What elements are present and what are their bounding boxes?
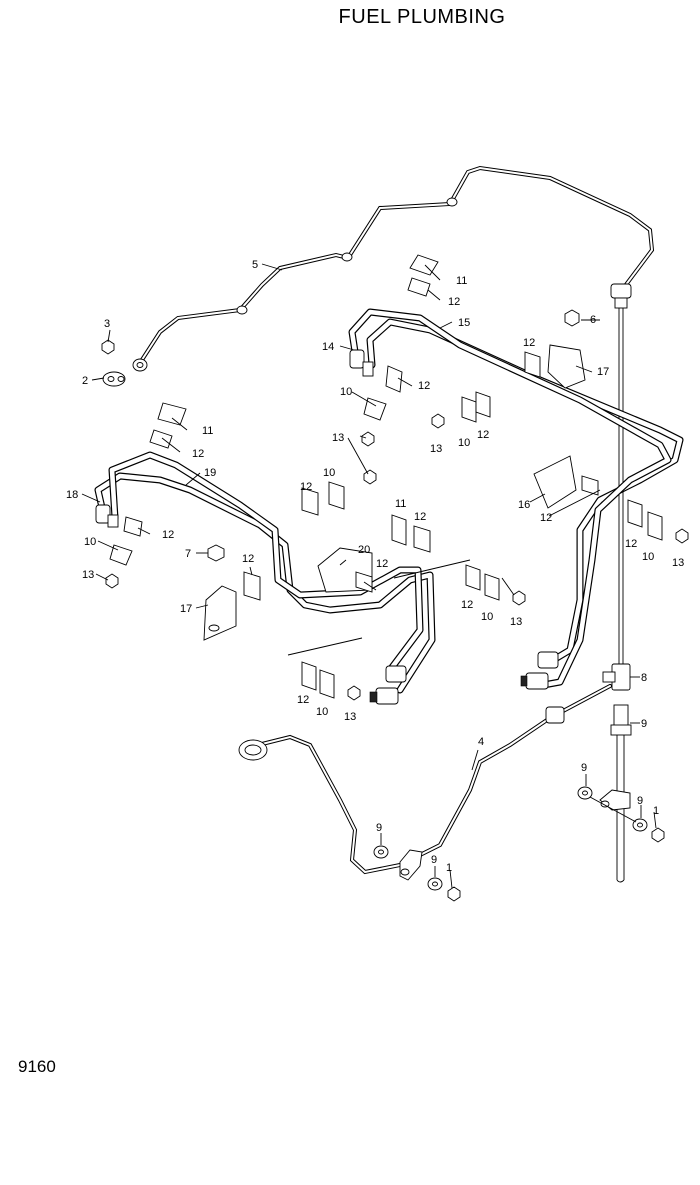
page-title-text: FUEL PLUMBING — [338, 6, 506, 28]
callout-label: 10 — [316, 706, 328, 718]
callout-label: 9 — [641, 718, 647, 730]
injection-pipe-assembly-left — [94, 451, 436, 705]
figure-number: 9160 — [18, 1057, 56, 1076]
callout-label: 19 — [204, 467, 216, 479]
callout-label: 13 — [82, 569, 94, 581]
callout-label: 9 — [581, 762, 587, 774]
callout-label: 11 — [202, 425, 213, 437]
callout-label: 9 — [637, 795, 643, 807]
callout-label: 7 — [185, 548, 191, 560]
callout-label: 12 — [376, 558, 388, 570]
callout-label: 17 — [180, 603, 192, 615]
callout-labels: 5 3 2 6 11 12 15 14 10 12 13 12 17 13 10… — [66, 259, 684, 874]
callout-label: 12 — [448, 296, 460, 308]
callout-label: 3 — [104, 318, 110, 330]
callout-label: 12 — [242, 553, 254, 565]
callout-label: 11 — [395, 498, 406, 510]
callout-label: 13 — [430, 443, 442, 455]
callout-label: 13 — [672, 557, 684, 569]
callout-label: 14 — [322, 341, 334, 353]
leader-lines — [81, 263, 657, 889]
nuts-and-washers — [101, 339, 689, 902]
callout-label: 17 — [597, 366, 609, 378]
callout-label: 15 — [458, 317, 470, 329]
callout-label: 9 — [376, 822, 382, 834]
callout-label: 8 — [641, 672, 647, 684]
callout-label: 12 — [625, 538, 637, 550]
callout-label: 10 — [481, 611, 493, 623]
callout-label: 5 — [252, 259, 258, 271]
callout-label: 9 — [431, 854, 437, 866]
callout-label: 10 — [458, 437, 470, 449]
bolt-6-upper — [564, 309, 600, 327]
tee-fitting-7-and-pipe-8 — [599, 663, 632, 883]
callout-label: 12 — [477, 429, 489, 441]
callout-label: 2 — [82, 375, 88, 387]
callout-label: 12 — [300, 481, 312, 493]
page-title: FUEL PLUMBING — [0, 6, 700, 29]
callout-label: 12 — [523, 337, 535, 349]
callout-label: 12 — [418, 380, 430, 392]
callout-label: 12 — [192, 448, 204, 460]
callout-label: 12 — [162, 529, 174, 541]
callout-label: 10 — [323, 467, 335, 479]
injection-pipe-assembly-right — [348, 308, 684, 690]
lower-pipe-4 — [238, 684, 612, 881]
callout-label: 10 — [84, 536, 96, 548]
clamp-brackets — [109, 254, 663, 699]
callout-label: 18 — [66, 489, 78, 501]
callout-label: 10 — [340, 386, 352, 398]
callout-label: 13 — [510, 616, 522, 628]
callout-label: 1 — [446, 862, 452, 874]
callout-label: 20 — [358, 544, 370, 556]
callout-label: 13 — [332, 432, 344, 444]
callout-label: 12 — [461, 599, 473, 611]
callout-label: 12 — [297, 694, 309, 706]
callout-label: 13 — [344, 711, 356, 723]
return-pipe-5 — [132, 165, 655, 372]
callout-label: 12 — [540, 512, 552, 524]
callout-label: 1 — [653, 805, 659, 817]
callout-label: 4 — [478, 736, 484, 748]
callout-label: 10 — [642, 551, 654, 563]
callout-label: 16 — [518, 499, 530, 511]
callout-label: 11 — [456, 275, 467, 287]
washers-9 — [373, 786, 648, 891]
callout-label: 12 — [414, 511, 426, 523]
callout-label: 6 — [590, 314, 596, 326]
